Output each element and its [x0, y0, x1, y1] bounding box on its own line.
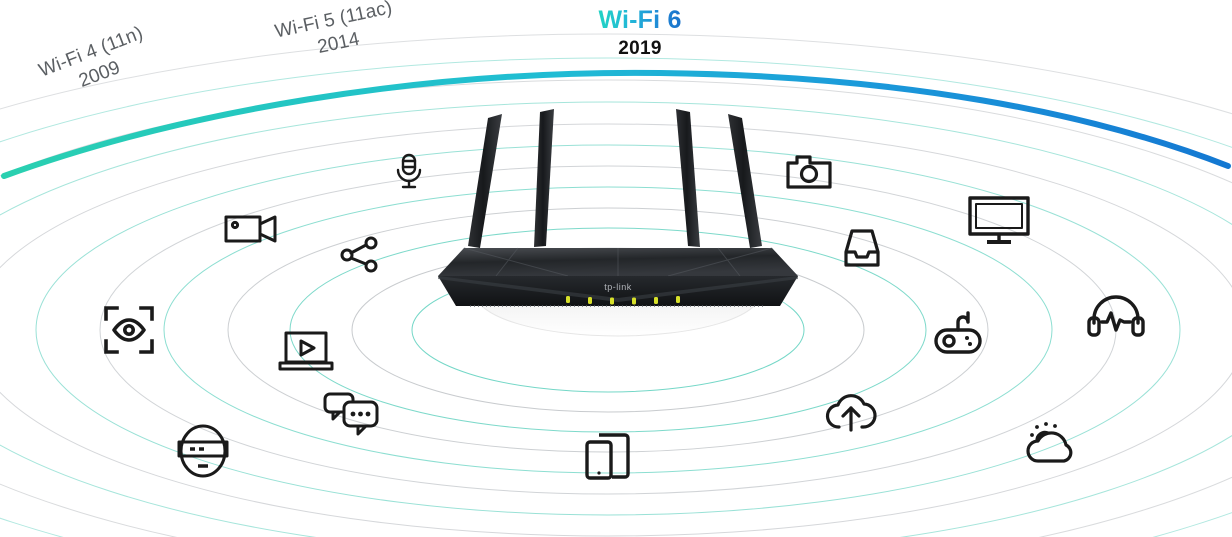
- wifi6-router: tp-link: [418, 100, 818, 360]
- share-nodes-icon: [340, 236, 380, 274]
- inbox-tray-icon: [840, 228, 884, 268]
- phone-tablet-icon: [582, 425, 634, 481]
- antenna-2: [534, 109, 554, 247]
- monitor-icon: [968, 196, 1030, 246]
- router-antennas: [468, 109, 762, 248]
- chat-bubbles-icon: [322, 390, 380, 438]
- milestone-wifi6: Wi-Fi 6 2019: [560, 6, 720, 60]
- sun-cloud-icon: [1024, 420, 1080, 466]
- router-facets: [463, 247, 773, 277]
- eye-focus-icon: [104, 306, 154, 354]
- antenna-4: [728, 114, 762, 248]
- headphones-wave-icon: [1087, 295, 1145, 340]
- antenna-1: [468, 114, 502, 248]
- laptop-play-icon: [278, 330, 334, 374]
- milestone-wifi6-year: 2019: [618, 38, 662, 59]
- vr-headset-icon: [176, 424, 230, 478]
- cloud-upload-icon: [824, 392, 878, 436]
- photo-camera-icon: [786, 152, 832, 190]
- router-front-face: [438, 276, 798, 306]
- gamepad-icon: [934, 310, 986, 356]
- milestone-wifi6-generation: Wi-Fi 6: [598, 6, 682, 34]
- video-camera-icon: [224, 210, 278, 246]
- microphone-icon: [392, 152, 426, 190]
- router-brand-logo: tp-link: [604, 282, 632, 292]
- antenna-3: [676, 109, 700, 247]
- router-leds: [566, 296, 680, 305]
